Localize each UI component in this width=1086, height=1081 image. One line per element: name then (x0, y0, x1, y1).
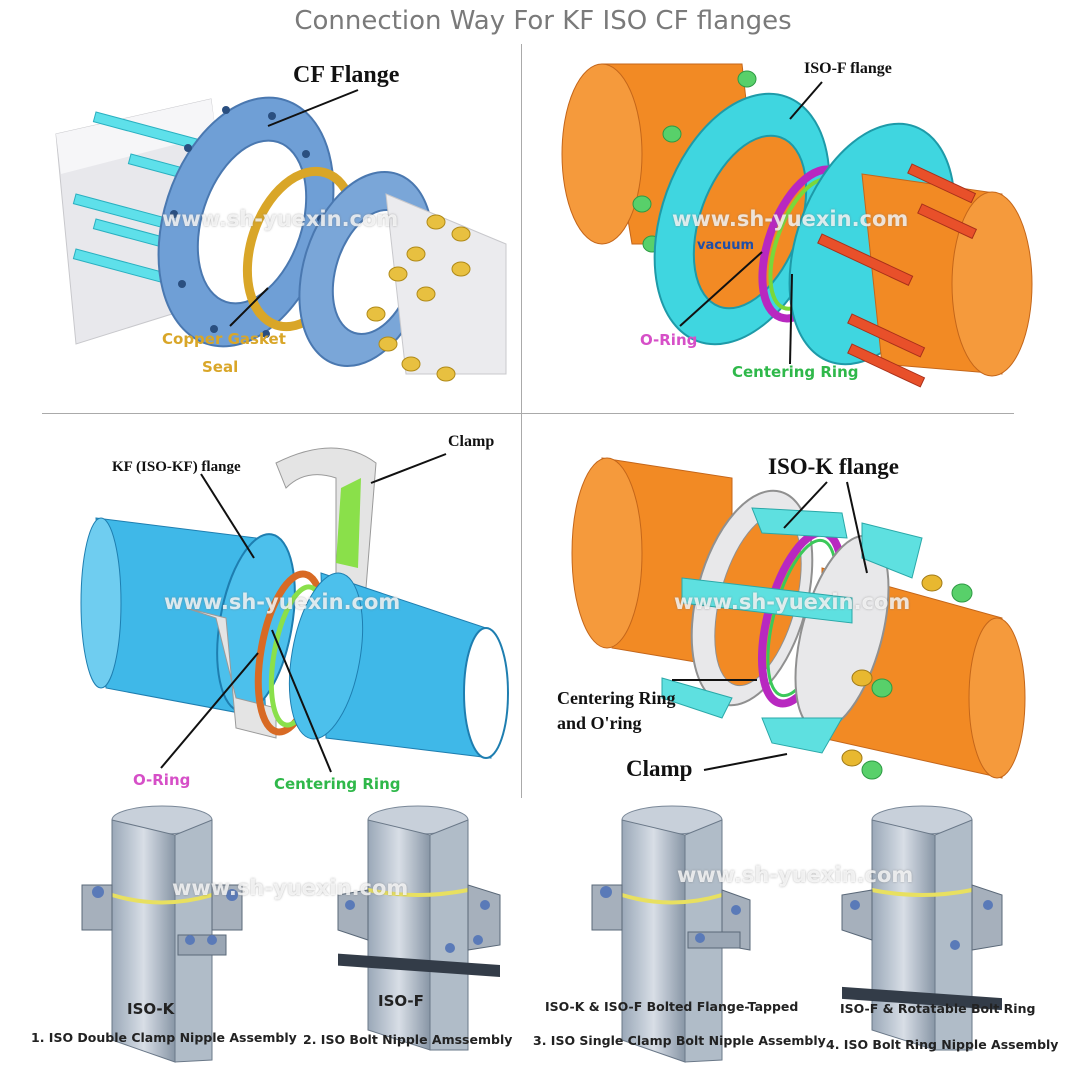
watermark: www.sh-yuexin.com (162, 207, 399, 231)
kf-flange-panel: KF (ISO-KF) flange Clamp O-Ring Centerin… (36, 418, 521, 796)
centering-ring-label: Centering Ring (274, 775, 401, 793)
cf-flange-panel: CF Flange Copper Gasket Seal www.sh-yuex… (36, 44, 521, 412)
assembly-1-caption: 1. ISO Double Clamp Nipple Assembly (31, 1030, 297, 1045)
o-ring-label: O-Ring (133, 771, 191, 789)
centering-ring-label: Centering Ring (732, 363, 859, 381)
clamp-label: Clamp (626, 756, 693, 781)
cf-flange-illustration (55, 89, 507, 382)
iso-f-flange-label: ISO-F flange (804, 60, 892, 77)
gasket-seal-label: Seal (202, 358, 239, 376)
assemblies-row: www.sh-yuexin.com www.sh-yuexin.com ISO-… (0, 800, 1086, 1076)
watermark: www.sh-yuexin.com (677, 863, 914, 887)
watermark: www.sh-yuexin.com (172, 876, 409, 900)
cf-flange-label: CF Flange (293, 62, 400, 88)
iso-f-flange-illustration (561, 63, 1033, 388)
watermark: www.sh-yuexin.com (674, 590, 911, 614)
assembly-3-caption: 3. ISO Single Clamp Bolt Nipple Assembly (533, 1033, 826, 1048)
assembly-3-drawing (591, 805, 751, 1063)
centering-ring-oring-label-1: Centering Ring (557, 688, 676, 708)
assembly-3-type: ISO-K & ISO-F Bolted Flange-Tapped (545, 999, 799, 1014)
iso-f-flange-panel: ISO-F flange O-Ring Centering Ring vacuu… (522, 44, 1042, 412)
page-title: Connection Way For KF ISO CF flanges (294, 6, 792, 36)
iso-k-flange-illustration (571, 457, 1026, 780)
assembly-2-caption: 2. ISO Bolt Nipple Amssembly (303, 1032, 513, 1047)
assembly-4-type: ISO-F & Rotatable Bolt Ring (840, 1001, 1036, 1016)
iso-k-flange-panel: ISO-K flange Centering Ring and O'ring C… (522, 418, 1042, 796)
assembly-2-drawing (337, 805, 501, 1051)
kf-flange-illustration (80, 447, 509, 773)
assembly-4-caption: 4. ISO Bolt Ring Nipple Assembly (826, 1037, 1059, 1052)
watermark: www.sh-yuexin.com (164, 590, 401, 614)
iso-k-flange-label: ISO-K flange (768, 454, 899, 479)
assembly-1-drawing (81, 805, 243, 1063)
assembly-2-type: ISO-F (378, 992, 424, 1010)
horizontal-divider (42, 413, 1014, 414)
watermark: www.sh-yuexin.com (672, 207, 909, 231)
vacuum-logo-text: vacuum (697, 238, 755, 253)
vertical-divider (521, 44, 522, 798)
o-ring-label: O-Ring (640, 331, 698, 349)
assembly-4-drawing (841, 805, 1003, 1051)
clamp-label: Clamp (448, 433, 495, 450)
nipple-assemblies-illustration (81, 805, 1003, 1063)
kf-flange-label: KF (ISO-KF) flange (112, 459, 241, 475)
assembly-1-type: ISO-K (127, 1000, 175, 1018)
copper-gasket-label: Copper Gasket (162, 330, 286, 348)
centering-ring-oring-label-2: and O'ring (557, 713, 642, 733)
